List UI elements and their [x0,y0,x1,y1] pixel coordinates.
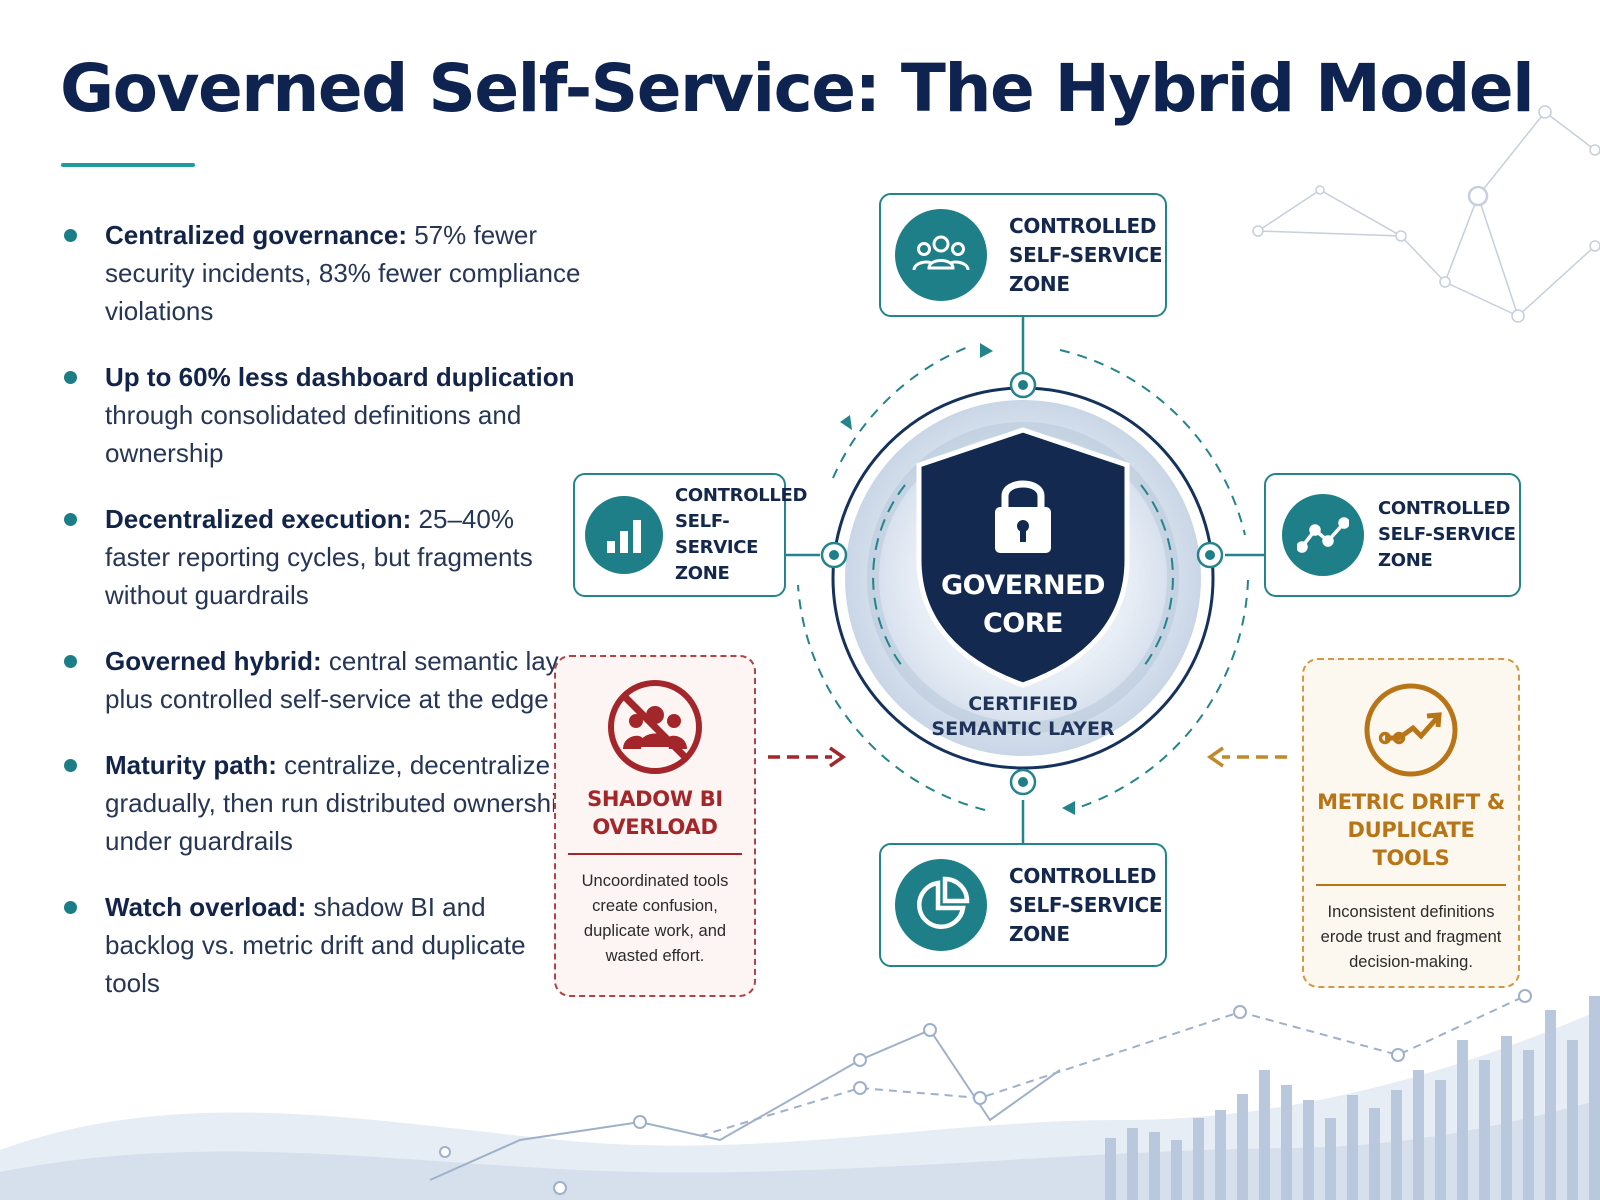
bullet-maturity-path: Maturity path: centralize, decentralize … [62,746,582,860]
bullet-dot [64,371,77,384]
title-underline [61,163,195,167]
users-icon [912,235,970,271]
risk-divider [568,853,742,855]
shadow-bi-overload-card: SHADOW BI OVERLOAD Uncoordinated tools c… [554,655,756,997]
bullet-dashboard-duplication: Up to 60% less dashboard duplication thr… [62,358,582,472]
cycle-arrowheads [840,343,1075,815]
key-points-list: Centralized governance: 57% fewer securi… [62,216,582,1030]
risk-description: Uncoordinated tools create confusion, du… [581,872,729,965]
line-chart-icon [1297,517,1349,553]
risk-divider [1316,884,1506,886]
bullet-text: centralize, decentralize gradually, then… [105,750,572,856]
shadow-bi-arrow [768,746,847,768]
bullet-lead: Decentralized execution: [105,504,412,534]
bullet-text: through consolidated definitions and own… [105,400,522,468]
zone-label: CONTROLLED SELF-SERVICE ZONE [675,485,808,584]
zone-right: CONTROLLED SELF-SERVICE ZONE [1264,473,1521,597]
bullet-text: 57% fewer security incidents, 83% fewer … [105,220,581,326]
risk-title: SHADOW BI OVERLOAD [587,787,723,839]
zone-label: CONTROLLED SELF-SERVICE ZONE [1378,498,1516,571]
bullet-decentralized-execution: Decentralized execution: 25–40% faster r… [62,500,582,614]
bullet-governed-hybrid: Governed hybrid: central semantic layer … [62,642,582,718]
bullet-text: shadow BI and backlog vs. metric drift a… [105,892,526,998]
governed-core-label: GOVERNED CORE [941,570,1105,639]
page-title: Governed Self-Service: The Hybrid Model [60,50,1535,127]
zone-label: CONTROLLED SELF-SERVICE ZONE [1009,863,1163,946]
bullet-lead: Watch overload: [105,892,307,922]
bullet-lead: Governed hybrid: [105,646,322,676]
bottom-lines-decoration [429,989,1532,1195]
bullet-dot [64,655,77,668]
metric-drift-arrow [1206,746,1287,768]
zone-left: CONTROLLED SELF-SERVICE ZONE [573,473,808,597]
bullet-lead: Maturity path: [105,750,277,780]
bullet-text: central semantic layer plus controlled s… [105,646,582,714]
metric-drift-card: METRIC DRIFT & DUPLICATE TOOLS Inconsist… [1302,658,1520,988]
bullet-centralized-governance: Centralized governance: 57% fewer securi… [62,216,582,330]
lock-icon [995,480,1051,553]
bullet-dot [64,229,77,242]
risk-description: Inconsistent definitions erode trust and… [1320,903,1502,971]
trend-icon [1364,683,1458,777]
zone-icon-disc [1282,494,1364,576]
network-nodes-decoration [1252,105,1600,323]
bullet-dot [64,513,77,526]
pie-chart-icon [916,876,970,930]
bullet-dot [64,759,77,772]
bullet-lead: Centralized governance: [105,220,407,250]
zone-icon-disc [895,209,987,301]
bar-chart-icon [607,520,641,553]
bullet-text: 25–40% faster reporting cycles, but frag… [105,504,533,610]
semantic-layer-label: CERTIFIED SEMANTIC LAYER [931,693,1115,740]
zone-label: CONTROLLED SELF-SERVICE ZONE [1009,213,1163,296]
shield-icon [916,427,1130,688]
bullet-watch-overload: Watch overload: shadow BI and backlog vs… [62,888,582,1002]
cycle-arcs [797,346,1249,811]
risk-title: METRIC DRIFT & DUPLICATE TOOLS [1317,790,1505,870]
zone-top: CONTROLLED SELF-SERVICE ZONE [879,193,1167,317]
bullet-lead: Up to 60% less dashboard duplication [105,362,575,392]
zone-icon-disc [585,496,663,574]
zone-connectors [786,317,1264,843]
zone-icon-disc [895,859,987,951]
zone-bottom: CONTROLLED SELF-SERVICE ZONE [879,843,1167,967]
bottom-bars-decoration [1105,996,1600,1200]
no-users-icon [608,680,702,774]
bullet-dot [64,901,77,914]
